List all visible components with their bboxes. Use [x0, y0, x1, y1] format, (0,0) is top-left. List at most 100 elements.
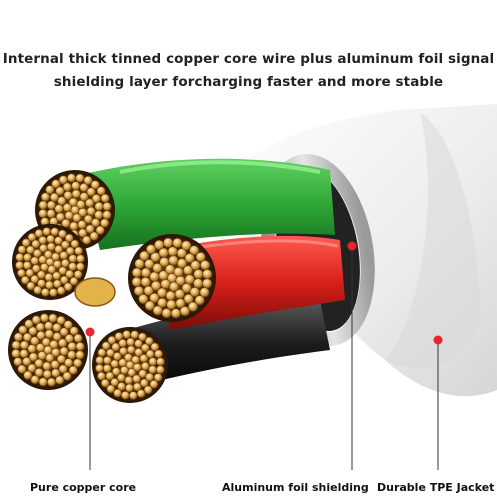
copper-strand [145, 372, 154, 382]
copper-strand [75, 341, 85, 351]
copper-strand [163, 237, 174, 248]
copper-strand [45, 280, 54, 290]
copper-strand [95, 225, 105, 235]
copper-strand [144, 336, 154, 346]
copper-strand [27, 363, 37, 373]
copper-strand [26, 281, 36, 291]
copper-strand [60, 275, 69, 285]
copper-strand [27, 232, 37, 242]
copper-strand [90, 180, 100, 190]
copper-strand [97, 348, 107, 357]
copper-strand [61, 240, 70, 250]
copper-strand [44, 272, 54, 282]
copper-strand [106, 384, 116, 394]
copper-strand [50, 227, 60, 236]
copper-strand [30, 336, 40, 346]
copper-strand [193, 269, 204, 280]
copper-strand [161, 308, 172, 319]
copper-strand [181, 240, 192, 251]
copper-strand [106, 348, 115, 358]
copper-strand [103, 356, 112, 365]
copper-strand [85, 224, 95, 234]
copper-bundle-bottom-mid [92, 327, 168, 403]
copper-strand [34, 229, 44, 238]
copper-strand [143, 285, 154, 296]
copper-strand [51, 179, 61, 189]
copper-strand [63, 282, 73, 292]
copper-strand [107, 335, 117, 345]
copper-strand [97, 371, 106, 381]
copper-strand [190, 260, 201, 271]
copper-strand [149, 271, 160, 282]
copper-strand [202, 269, 213, 280]
copper-strand [22, 332, 32, 342]
copper-strand [18, 325, 28, 335]
copper-strand [79, 183, 89, 193]
copper-strand [173, 266, 184, 277]
copper-strand [157, 297, 168, 308]
copper-strand [17, 364, 27, 374]
copper-strand [49, 192, 59, 202]
copper-strand [31, 239, 41, 249]
copper-strand [71, 181, 81, 191]
copper-strand [49, 339, 59, 349]
copper-strand [17, 245, 27, 254]
copper-strand [17, 268, 26, 278]
copper-strand [144, 300, 155, 311]
copper-strand [51, 252, 60, 262]
copper-strand [27, 344, 37, 354]
copper-strand [89, 231, 99, 241]
copper-strand [64, 333, 74, 343]
copper-strand [102, 210, 112, 220]
copper-strand [59, 346, 69, 356]
green-wire-highlight [119, 160, 321, 174]
copper-strand [19, 349, 29, 359]
copper-strand [119, 346, 128, 356]
copper-strand [117, 373, 126, 383]
copper-callout-dot [85, 327, 95, 337]
copper-strand [172, 237, 183, 248]
copper-strand [50, 360, 60, 370]
copper-strand [100, 193, 110, 203]
copper-strand [57, 196, 67, 206]
copper-strand [75, 350, 85, 360]
copper-strand [22, 261, 32, 270]
copper-strand [68, 254, 78, 263]
copper-strand [83, 175, 93, 185]
copper-strand [188, 301, 199, 312]
copper-core-label: Pure copper core [30, 481, 137, 494]
copper-strand [91, 218, 101, 228]
copper-strand [56, 315, 66, 325]
copper-strand [15, 260, 24, 270]
copper-strand [100, 218, 110, 228]
copper-strand [140, 276, 151, 287]
copper-strand [48, 313, 58, 323]
copper-strand [140, 378, 149, 388]
copper-strand [65, 269, 74, 279]
copper-strand [150, 342, 160, 352]
copper-strand [111, 342, 120, 352]
copper-strand [23, 370, 33, 380]
copper-strand [64, 233, 74, 243]
copper-strand [120, 365, 129, 375]
copper-strand [15, 252, 25, 262]
copper-strand [148, 365, 157, 374]
copper-strand [13, 332, 23, 342]
copper-strand [132, 374, 141, 384]
copper-strand [134, 347, 143, 357]
copper-strand [138, 369, 147, 379]
copper-strand [101, 341, 111, 351]
copper-strand [64, 211, 74, 221]
copper-strand [189, 245, 200, 256]
copper-strand [42, 369, 52, 379]
copper-strand [45, 185, 55, 195]
copper-strand [184, 274, 195, 285]
copper-strand [126, 345, 136, 355]
copper-strand [58, 175, 68, 185]
copper-strand [34, 358, 44, 368]
copper-strand [75, 173, 85, 183]
tpe-jacket-label: Durable TPE Jacket [377, 481, 495, 494]
copper-strand [159, 256, 170, 267]
copper-strand [36, 270, 46, 280]
